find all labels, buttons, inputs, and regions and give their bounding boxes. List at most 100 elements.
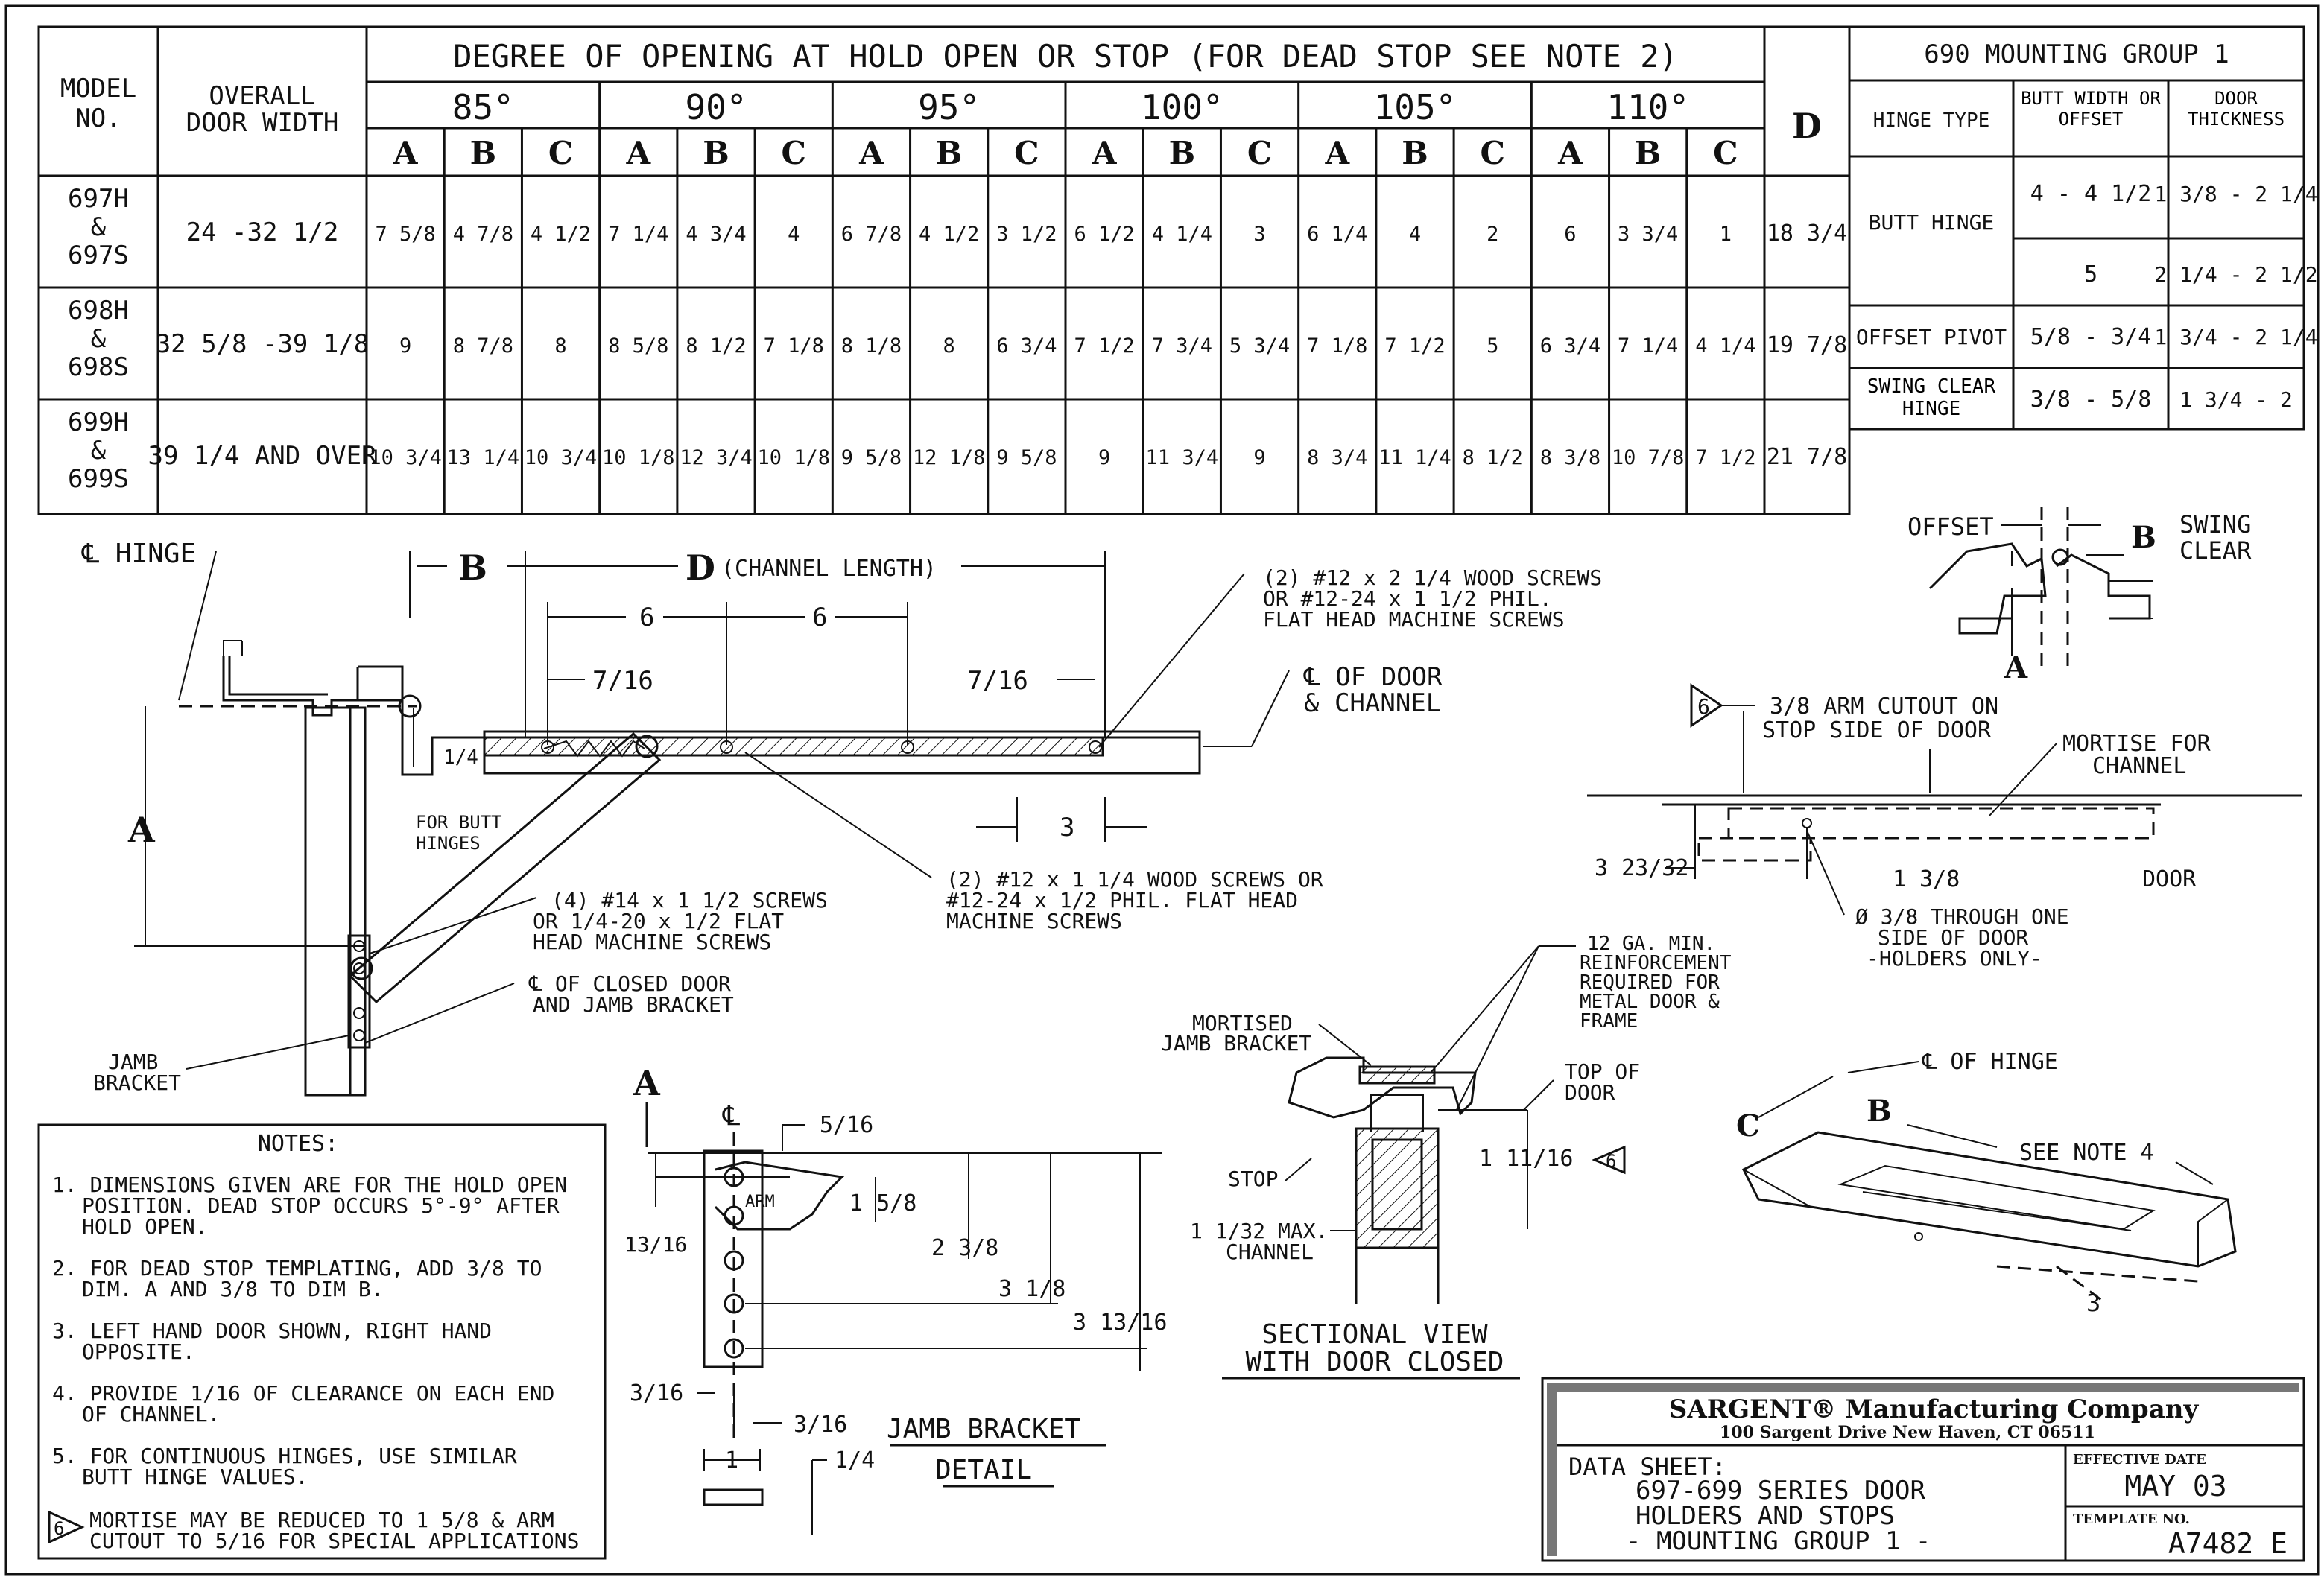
plan-view: ℄ HINGE A B: [81, 539, 1602, 1097]
model-no: 697S: [68, 241, 129, 270]
swing-clear-1: SWING: [2179, 510, 2251, 539]
mt-butt-hinge: BUTT HINGE: [1869, 210, 1995, 235]
top-door-1: TOP OF: [1565, 1059, 1640, 1084]
mt-r4-width: 3/8 - 5/8: [2030, 387, 2152, 413]
dim-cell: 4 1/4: [1152, 223, 1212, 246]
swing-clear-detail: OFFSET B SWING CLEAR A: [1907, 507, 2252, 685]
degree-header: 100°: [1141, 87, 1223, 127]
dim-cell: 5: [1486, 334, 1498, 358]
sectional-view: 12 GA. MIN. REINFORCEMENT REQUIRED FOR M…: [1161, 933, 1732, 1380]
sub-header: C: [1481, 135, 1505, 171]
notes-panel: NOTES: 1. DIMENSIONS GIVEN ARE FOR THE H…: [37, 1123, 607, 1560]
sub-header: C: [1713, 135, 1738, 171]
dim-cell: 6 3/4: [1540, 334, 1600, 358]
screws-top-1: (2) #12 x 2 1/4 WOOD SCREWS: [1263, 565, 1602, 590]
dim-cell: 8 3/4: [1307, 446, 1367, 469]
dim-cell: 7 1/2: [1074, 334, 1134, 358]
dim-cell: 10 1/8: [602, 446, 675, 469]
bracket-a: A: [633, 1063, 661, 1103]
note3-2: OPPOSITE.: [82, 1339, 195, 1364]
mt-r1-width: 4 - 4 1/2: [2030, 181, 2152, 207]
cl-door-1: ℄ OF DOOR: [1303, 662, 1443, 692]
mortised-2: JAMB BRACKET: [1161, 1031, 1311, 1056]
notes-title: NOTES:: [258, 1131, 338, 1157]
sub-header: A: [1092, 135, 1118, 171]
degree-header: 95°: [918, 87, 980, 127]
iso-c: C: [1736, 1108, 1760, 1143]
door-width: 32 5/8 -39 1/8: [156, 329, 370, 359]
sub-header: C: [548, 135, 573, 171]
eff-label: EFFECTIVE DATE: [2073, 1452, 2206, 1468]
section-title-2: WITH DOOR CLOSED: [1246, 1347, 1504, 1377]
mortise-view: 6 3/8 ARM CUTOUT ON STOP SIDE OF DOOR MO…: [1587, 683, 2302, 971]
screws-top-3: FLAT HEAD MACHINE SCREWS: [1263, 607, 1565, 632]
jamb-bracket-2: BRACKET: [93, 1070, 181, 1095]
reinf-1: 12 GA. MIN.: [1587, 933, 1715, 955]
screws-jamb-1: (4) #14 x 1 1/2 SCREWS: [551, 888, 828, 913]
bracket-title-1: JAMB BRACKET: [887, 1414, 1080, 1444]
dim-1-11-16: 1 11/16: [1479, 1146, 1573, 1172]
dim-cell: 4 1/2: [531, 223, 591, 246]
hole-3: -HOLDERS ONLY-: [1867, 946, 2042, 971]
col-model-1: MODEL: [60, 74, 136, 104]
dim-cell: 3 3/4: [1618, 223, 1678, 246]
screws-mid-3: MACHINE SCREWS: [946, 909, 1122, 933]
col-d: D: [1792, 106, 1822, 146]
dim-cell: 4 1/4: [1695, 334, 1755, 358]
note5-2: BUTT HINGE VALUES.: [82, 1465, 308, 1489]
screws-jamb-2: OR 1/4-20 x 1/2 FLAT: [533, 909, 784, 933]
dim-cell: 2: [1486, 223, 1498, 246]
mounting-table: 690 MOUNTING GROUP 1 HINGE TYPE BUTT WID…: [1848, 25, 2318, 431]
hole-1: Ø 3/8 THROUGH ONE: [1855, 904, 2069, 929]
dim-d-cell: 19 7/8: [1767, 332, 1847, 358]
screws-mid-1: (2) #12 x 1 1/4 WOOD SCREWS OR: [946, 867, 1323, 892]
dim-cell: 7 1/8: [764, 334, 824, 358]
mh-hinge-type: HINGE TYPE: [1873, 110, 1990, 132]
mortise-note6: 6: [1697, 694, 1710, 719]
bracket-3-16b: 3/16: [794, 1412, 847, 1438]
bracket-cl: ℄: [722, 1101, 740, 1132]
dim-cell: 12 3/4: [680, 446, 753, 469]
note4-1: 4. PROVIDE 1/16 OF CLEARANCE ON EACH END: [52, 1381, 554, 1406]
sub-header: B: [1635, 135, 1662, 171]
sheet-label: DATA SHEET:: [1568, 1453, 1726, 1481]
butt-note-1: FOR BUTT: [416, 812, 502, 833]
dim-cell: 9 5/8: [996, 446, 1057, 469]
dim-cell: 11 3/4: [1146, 446, 1219, 469]
dim-cell: 10 3/4: [525, 446, 598, 469]
jamb-bracket-1: JAMB: [108, 1050, 158, 1074]
mortise-dim-2: 1 3/8: [1893, 866, 1960, 892]
sub-header: A: [1324, 135, 1350, 171]
degree-header: 85°: [452, 87, 514, 127]
cl-door-2: & CHANNEL: [1304, 688, 1441, 718]
iso-view: ℄ OF HINGE B C SEE NOTE 4 3: [1736, 1049, 2237, 1317]
dim-7-16b: 7/16: [967, 666, 1028, 696]
jamb-bracket-detail: A ℄ ARM 5/16 13/16 1 5/8 2 3/8 3 1/8 3 1…: [624, 1063, 1167, 1535]
tmpl-label: TEMPLATE NO.: [2073, 1511, 2190, 1527]
cl-closed-1: ℄ OF CLOSED DOOR: [528, 971, 731, 996]
screws-jamb-3: HEAD MACHINE SCREWS: [533, 930, 771, 954]
col-width-2: DOOR WIDTH: [186, 108, 339, 138]
dim-cell: 4: [788, 223, 800, 246]
mt-r3-thick: 1 3/4 - 2 1/4: [2154, 325, 2317, 349]
note1-3: HOLD OPEN.: [82, 1214, 208, 1239]
dim-cell: 8 1/2: [686, 334, 746, 358]
door-width: 39 1/4 AND OVER: [148, 441, 377, 471]
sub-header: B: [1402, 135, 1428, 171]
degree-header: 90°: [685, 87, 747, 127]
note6-flag-a: [1690, 683, 1723, 728]
dim-cell: 6 1/4: [1307, 223, 1367, 246]
mt-offset-pivot: OFFSET PIVOT: [1856, 325, 2007, 349]
dim-cell: 6 1/2: [1074, 223, 1134, 246]
dim-cell: 8: [554, 334, 566, 358]
dim-6a: 6: [639, 603, 654, 632]
dim-cell: 7 1/4: [1618, 334, 1678, 358]
bracket-3-1-8: 3 1/8: [998, 1276, 1066, 1302]
sub-header: A: [1557, 135, 1583, 171]
bracket-13-16: 13/16: [624, 1232, 687, 1257]
mh-butt-width: BUTT WIDTH OR OFFSET: [2021, 88, 2161, 130]
dim-cell: 11 1/4: [1378, 446, 1451, 469]
note5-1: 5. FOR CONTINUOUS HINGES, USE SIMILAR: [52, 1444, 517, 1468]
dim-cell: 6 3/4: [996, 334, 1057, 358]
model-no: 699H: [68, 407, 129, 437]
